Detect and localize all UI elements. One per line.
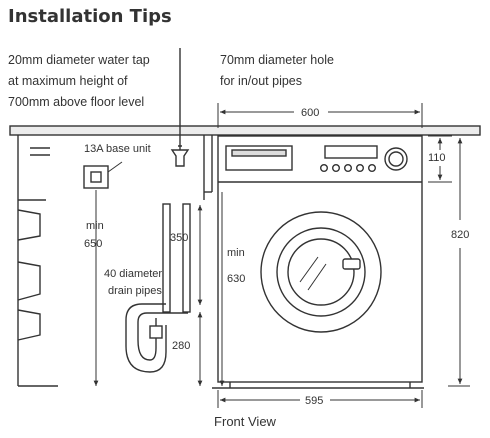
door-handle [342, 258, 361, 270]
dim-350-label: 350 [170, 232, 188, 244]
drain-pipes [125, 203, 191, 373]
water-tap-note: 20mm diameter water tap at maximum heigh… [8, 50, 193, 113]
detergent-drawer [225, 145, 293, 171]
hole-note: 70mm diameter hole for in/out pipes [220, 50, 380, 92]
drain-pipe-label: 40 diameter [104, 268, 162, 280]
washing-machine-body [217, 135, 423, 383]
worktop [9, 125, 481, 136]
left-cabinets [17, 135, 58, 387]
socket-outline [83, 165, 109, 189]
pipe-min-height-label: 630 [227, 273, 245, 285]
door-outer [260, 211, 382, 333]
dim-595-label: 595 [305, 395, 323, 407]
dim-820-label: 820 [451, 229, 469, 241]
door-glass [287, 238, 355, 306]
front-view-caption: Front View [214, 414, 276, 429]
pipe-min-label: min [227, 247, 245, 259]
dim-600-label: 600 [301, 107, 319, 119]
water-tap-note-line: 700mm above floor level [8, 95, 145, 109]
dim-110-label: 110 [428, 152, 446, 164]
door-rim [276, 227, 366, 317]
hole-note-line: 70mm diameter hole [220, 53, 334, 67]
display-panel [324, 145, 378, 159]
drain-pipe-label: drain pipes [108, 285, 162, 297]
socket-inner [90, 171, 102, 183]
water-tap-note-line: at maximum height of [8, 74, 128, 88]
water-tap [170, 145, 190, 167]
socket-min-height-label: 650 [84, 238, 102, 250]
water-tap-note-line: 20mm diameter water tap [8, 53, 150, 67]
program-buttons [320, 163, 377, 172]
socket-min-label: min [86, 220, 104, 232]
hole-note-line: for in/out pipes [220, 74, 302, 88]
dim-280-label: 280 [172, 340, 190, 352]
page-title: Installation Tips [8, 6, 172, 27]
program-dial [384, 147, 408, 171]
base-unit-label: 13A base unit [84, 143, 151, 155]
